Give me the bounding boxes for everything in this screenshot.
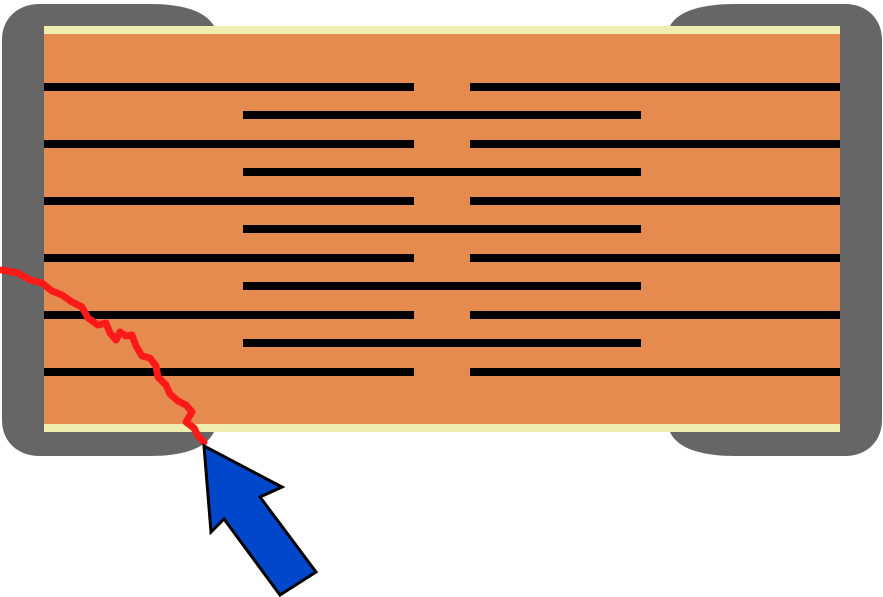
right-electrodes	[470, 83, 840, 376]
left-termination	[2, 4, 214, 456]
pressure-arrow-icon	[202, 443, 319, 597]
left-electrodes	[44, 83, 414, 376]
top-plating-edge	[44, 26, 840, 34]
bottom-plating-edge	[44, 424, 840, 432]
crack-line-icon	[0, 266, 208, 446]
center-electrodes	[243, 111, 641, 347]
right-termination	[670, 4, 882, 456]
